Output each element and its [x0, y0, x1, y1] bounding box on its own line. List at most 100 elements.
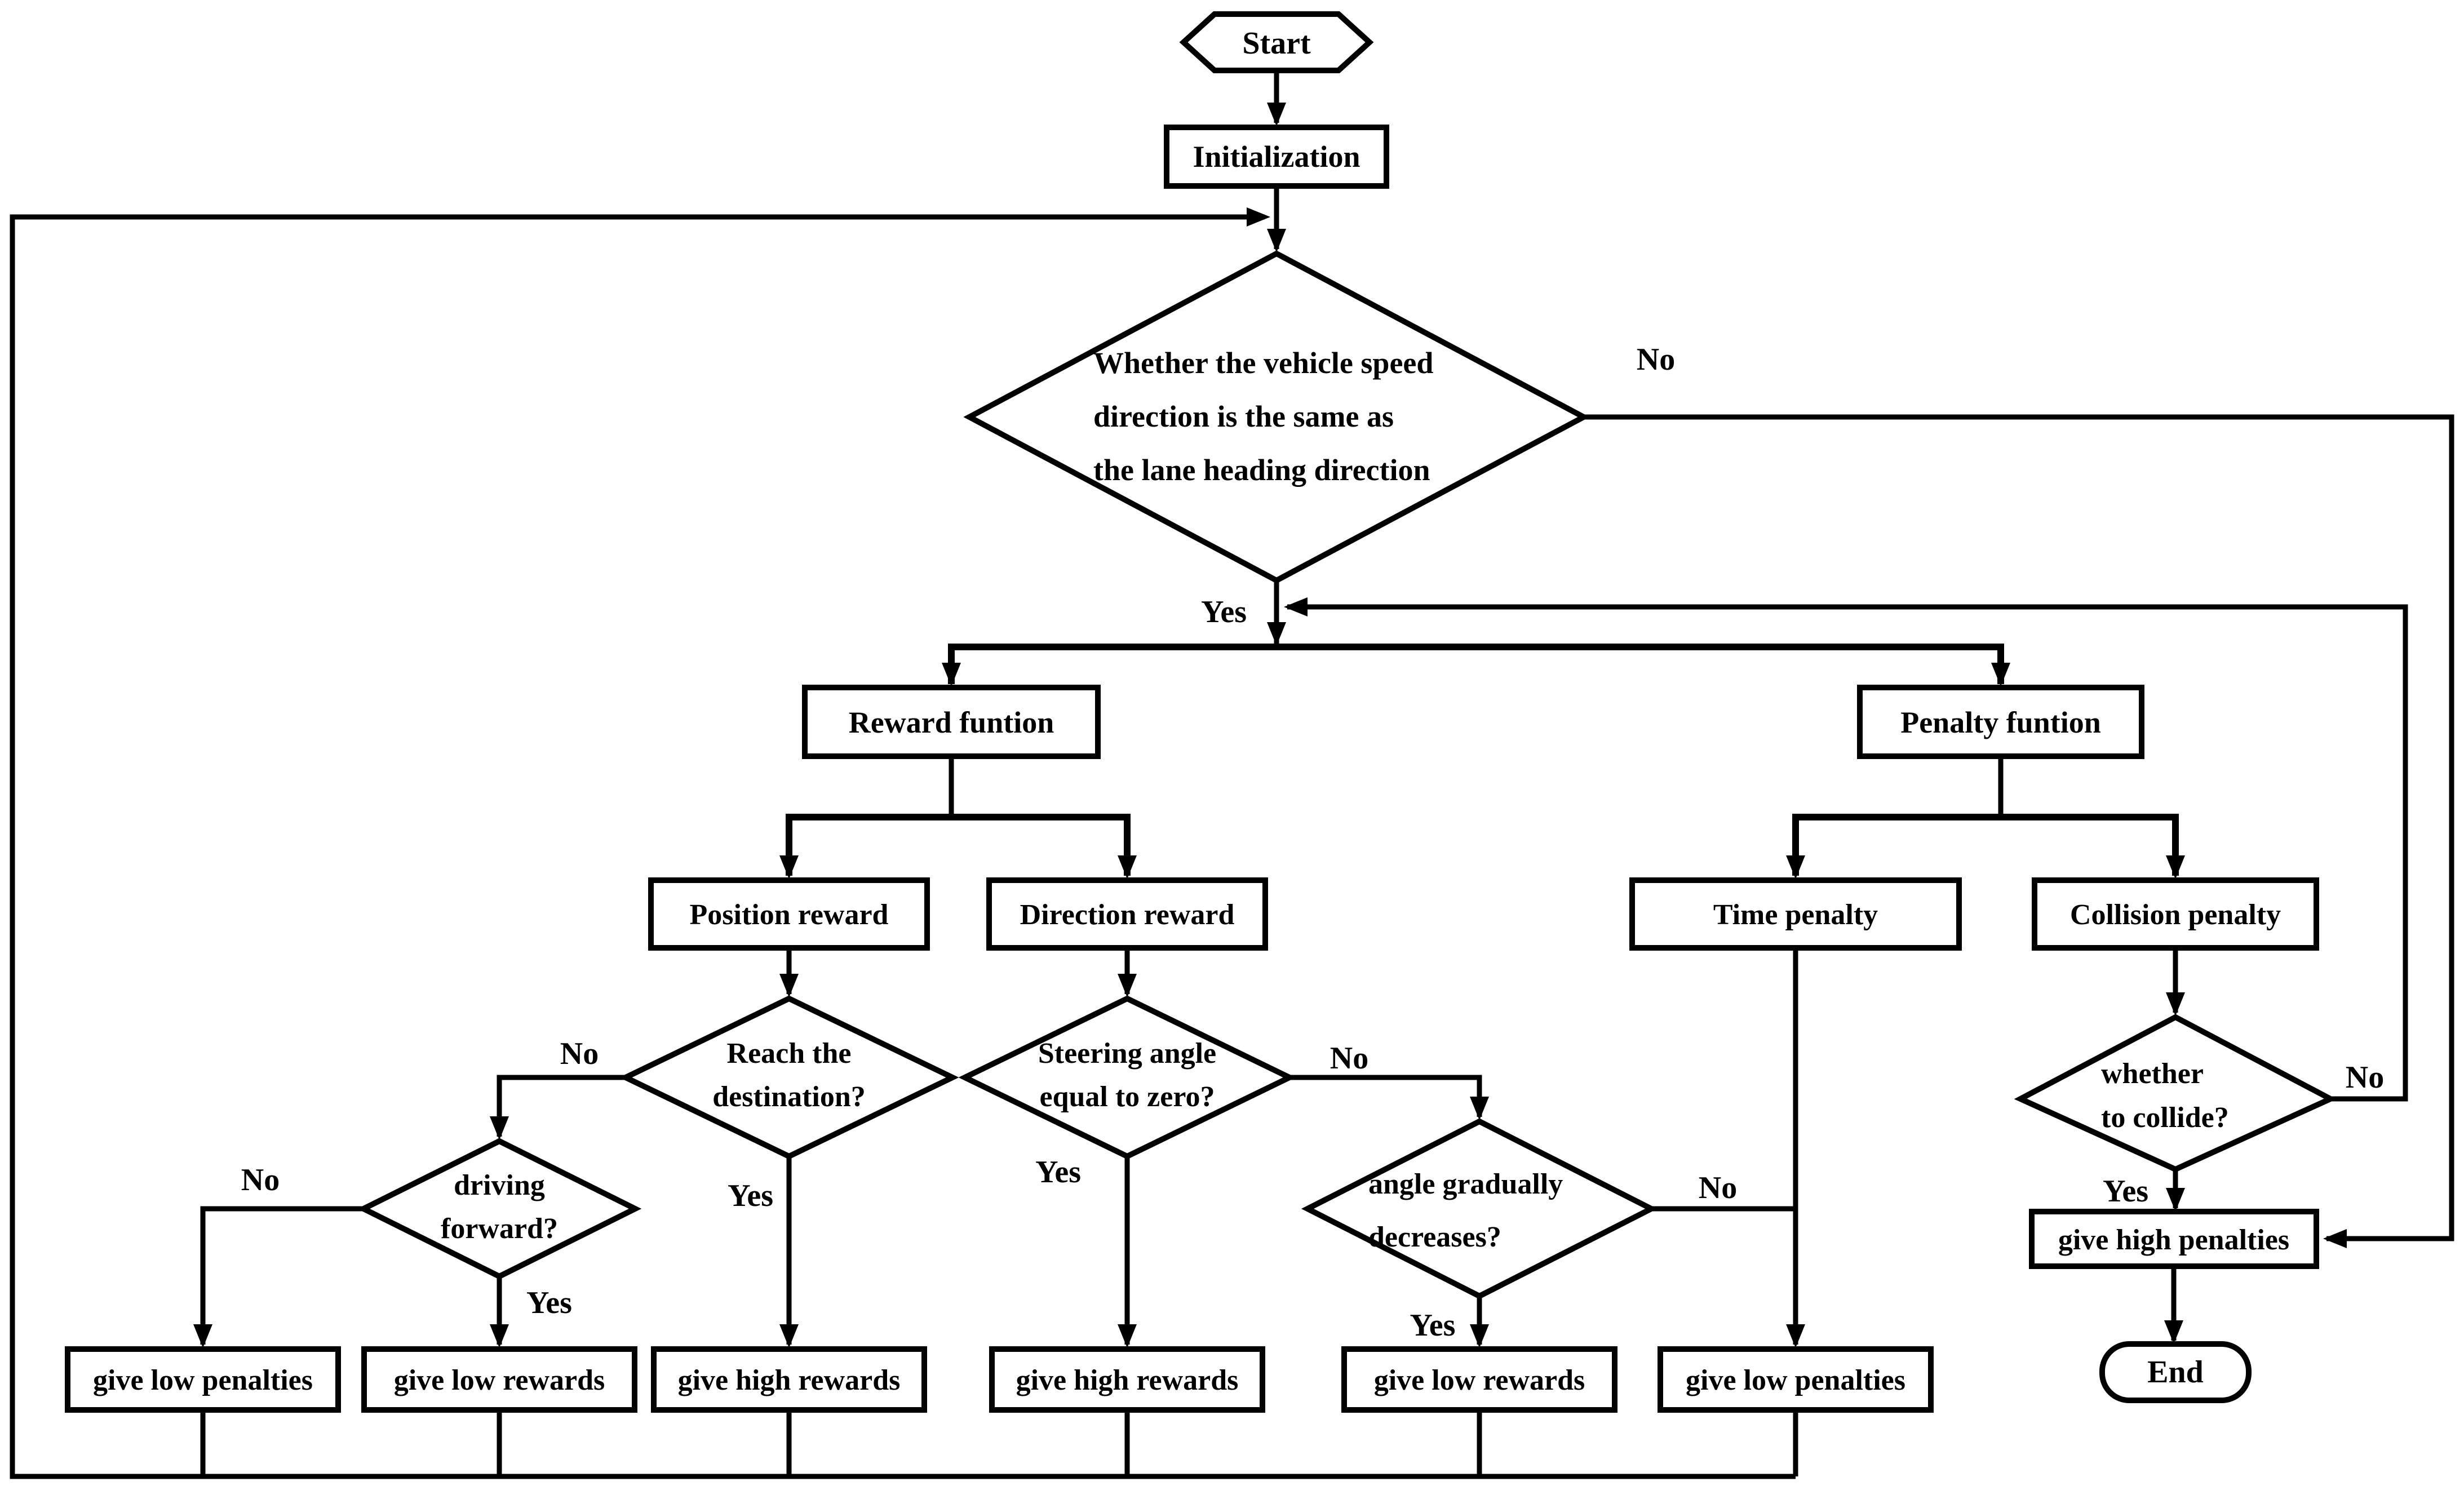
- steering-angle-line1: Steering angle: [1038, 1037, 1216, 1070]
- arrowhead-yes-junction: [1267, 622, 1286, 646]
- arrowhead-into-collision-penalty: [2166, 855, 2185, 879]
- collision-penalty-shape: [2032, 877, 2319, 951]
- label-driving-no: No: [241, 1163, 280, 1197]
- end-label: End: [2147, 1355, 2204, 1390]
- node-start: Start: [1179, 11, 1374, 73]
- arrowhead-into-reward-fn: [942, 663, 961, 686]
- arrowhead-into-direction-reward: [1118, 855, 1137, 879]
- steering-angle-line2: equal to zero?: [1040, 1081, 1215, 1113]
- give-high-rewards-1-label: give high rewards: [678, 1364, 901, 1396]
- label-collision-yes: Yes: [2103, 1174, 2148, 1209]
- node-end: End: [2099, 1341, 2252, 1403]
- node-position-reward: Position reward: [648, 877, 930, 951]
- decision-reach-destination: Reach the destination?: [619, 995, 959, 1160]
- time-penalty-label: Time penalty: [1713, 899, 1878, 931]
- initialization-label: Initialization: [1193, 140, 1360, 174]
- arrowhead-into-end: [2164, 1320, 2183, 1344]
- node-give-low-penalties-1: give low penalties: [65, 1346, 341, 1413]
- angle-decrease-line1: angle gradually: [1368, 1168, 1563, 1200]
- reward-function-label: Reward funtion: [849, 706, 1054, 739]
- label-steering-no: No: [1330, 1041, 1368, 1076]
- collision-diamond: [2014, 1014, 2337, 1173]
- label-speed-yes: Yes: [1201, 595, 1247, 629]
- node-give-high-penalties: give high penalties: [2029, 1209, 2319, 1269]
- angle-decrease-diamond: [1301, 1118, 1658, 1299]
- give-high-rewards-2-label: give high rewards: [1016, 1364, 1239, 1396]
- give-low-penalties-1-shape: [65, 1346, 341, 1413]
- label-speed-no: No: [1637, 342, 1675, 377]
- arrowhead-into-box2: [490, 1324, 509, 1348]
- edge-collision-no-return: [1287, 604, 2408, 1102]
- node-give-low-rewards-2: give low rewards: [1341, 1346, 1617, 1413]
- give-low-rewards-1-label: give low rewards: [394, 1364, 605, 1396]
- label-collision-no: No: [2346, 1060, 2384, 1095]
- steering-angle-diamond: [958, 995, 1296, 1160]
- penalty-function-shape: [1857, 685, 2144, 759]
- arrowhead-into-driving-decision: [490, 1116, 509, 1140]
- arrowhead-into-speed-decision: [1267, 229, 1286, 252]
- node-give-high-rewards-1: give high rewards: [651, 1346, 927, 1413]
- driving-forward-diamond: [357, 1138, 642, 1280]
- speed-direction-line1: Whether the vehicle speed: [1093, 346, 1433, 380]
- node-give-high-rewards-2: give high rewards: [989, 1346, 1265, 1413]
- collision-line1: whether: [2101, 1058, 2204, 1090]
- node-penalty-function: Penalty funtion: [1857, 685, 2144, 759]
- arrowhead-into-box4: [1118, 1324, 1137, 1348]
- arrowhead-into-highpenalties-right: [2323, 1229, 2347, 1248]
- decision-speed-direction: Whether the vehicle speed direction is t…: [963, 250, 1590, 584]
- decision-collision: whether to collide?: [2014, 1014, 2337, 1173]
- reach-destination-diamond: [619, 995, 959, 1160]
- give-low-penalties-2-shape: [1658, 1346, 1934, 1413]
- edge-split-reward-penalty: [948, 644, 2004, 684]
- time-penalty-shape: [1629, 877, 1962, 951]
- give-high-penalties-label: give high penalties: [2058, 1224, 2289, 1256]
- edge-restart-loop: [10, 214, 1796, 1479]
- arrowhead-into-box5: [1470, 1324, 1489, 1348]
- give-low-penalties-1-label: give low penalties: [93, 1364, 313, 1396]
- arrowhead-into-time-penalty: [1786, 855, 1805, 879]
- reward-function-shape: [802, 685, 1101, 759]
- edge-split-time-collision: [1792, 814, 2179, 876]
- label-driving-yes: Yes: [526, 1285, 572, 1320]
- node-give-low-penalties-2: give low penalties: [1658, 1346, 1934, 1413]
- arrowhead-into-initialization: [1267, 103, 1286, 126]
- give-low-rewards-2-label: give low rewards: [1374, 1364, 1585, 1396]
- node-direction-reward: Direction reward: [986, 877, 1268, 951]
- node-give-low-rewards-1: give low rewards: [361, 1346, 637, 1413]
- speed-direction-diamond: [963, 250, 1590, 584]
- node-reward-function: Reward funtion: [802, 685, 1101, 759]
- arrowhead-into-reach-decision: [779, 974, 799, 997]
- speed-direction-line2: direction is the same as: [1093, 400, 1394, 433]
- give-high-penalties-shape: [2029, 1209, 2319, 1269]
- direction-reward-shape: [986, 877, 1268, 951]
- give-low-penalties-2-label: give low penalties: [1686, 1364, 1905, 1396]
- label-reach-yes: Yes: [728, 1178, 773, 1213]
- edge-split-position-direction: [786, 814, 1131, 876]
- edge-reach-no: [497, 1075, 626, 1137]
- label-angle-yes: Yes: [1410, 1308, 1456, 1343]
- arrowhead-into-angle-decision: [1470, 1097, 1489, 1120]
- arrowhead-into-penalty-fn: [1991, 663, 2010, 686]
- collision-line2: to collide?: [2101, 1102, 2229, 1134]
- start-label: Start: [1242, 26, 1311, 61]
- give-high-rewards-1-shape: [651, 1346, 927, 1413]
- label-angle-no: No: [1699, 1170, 1737, 1205]
- label-reach-no: No: [560, 1036, 599, 1071]
- arrowhead-into-box3: [779, 1324, 799, 1348]
- decision-angle-decrease: angle gradually decreases?: [1301, 1118, 1658, 1299]
- arrowhead-into-box1: [193, 1324, 212, 1348]
- driving-forward-line1: driving: [454, 1169, 545, 1201]
- arrowhead-into-collide-decision: [2166, 992, 2185, 1016]
- driving-forward-line2: forward?: [441, 1213, 558, 1245]
- arrowhead-into-box6: [1786, 1324, 1805, 1348]
- position-reward-shape: [648, 877, 930, 951]
- arrowhead-restart-join: [1247, 207, 1270, 227]
- speed-direction-line3: the lane heading direction: [1093, 453, 1430, 487]
- reach-destination-line1: Reach the: [727, 1037, 852, 1070]
- decision-driving-forward: driving forward?: [357, 1138, 642, 1280]
- collision-penalty-label: Collision penalty: [2070, 899, 2281, 931]
- give-low-rewards-1-shape: [361, 1346, 637, 1413]
- reach-destination-line2: destination?: [712, 1081, 866, 1113]
- decision-steering-angle: Steering angle equal to zero?: [958, 995, 1296, 1160]
